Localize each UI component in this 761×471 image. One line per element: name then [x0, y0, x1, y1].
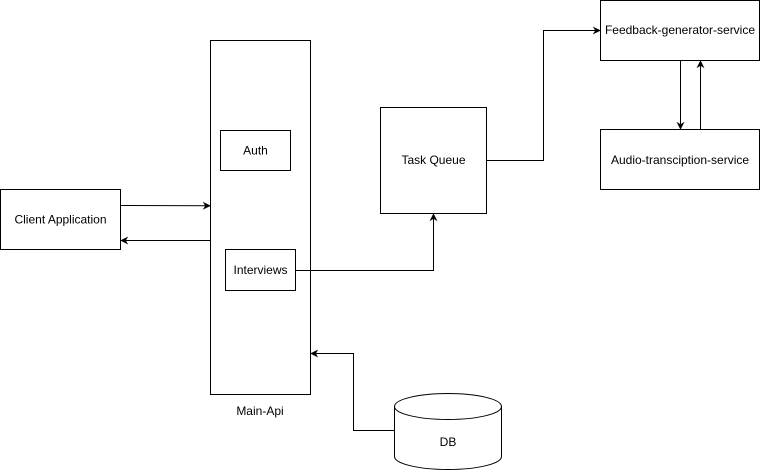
client-application-node[interactable]: Client Application — [0, 189, 121, 250]
interviews-label: Interviews — [233, 263, 287, 277]
main-api-node[interactable]: Main-Api — [210, 40, 311, 419]
edge-db-to-main-api — [310, 349, 395, 431]
task-queue-label: Task Queue — [401, 153, 465, 167]
feedback-generator-service-label: Feedback-generator-service — [605, 23, 755, 37]
task-queue-node[interactable]: Task Queue — [380, 107, 487, 214]
edge-interviews-to-task-queue — [295, 213, 438, 271]
client-application-label: Client Application — [14, 213, 106, 227]
auth-node[interactable]: Auth — [220, 130, 291, 171]
auth-label: Auth — [243, 144, 268, 158]
main-api-label: Main-Api — [236, 404, 283, 418]
feedback-generator-service-node[interactable]: Feedback-generator-service — [600, 0, 760, 61]
interviews-node[interactable]: Interviews — [225, 249, 296, 291]
audio-transcription-service-node[interactable]: Audio-transciption-service — [600, 129, 760, 190]
audio-transcription-service-label: Audio-transciption-service — [611, 153, 749, 167]
db-node[interactable]: DB — [394, 393, 502, 470]
edge-task-queue-to-feedback-generator — [486, 26, 601, 161]
db-label: DB — [440, 435, 457, 449]
